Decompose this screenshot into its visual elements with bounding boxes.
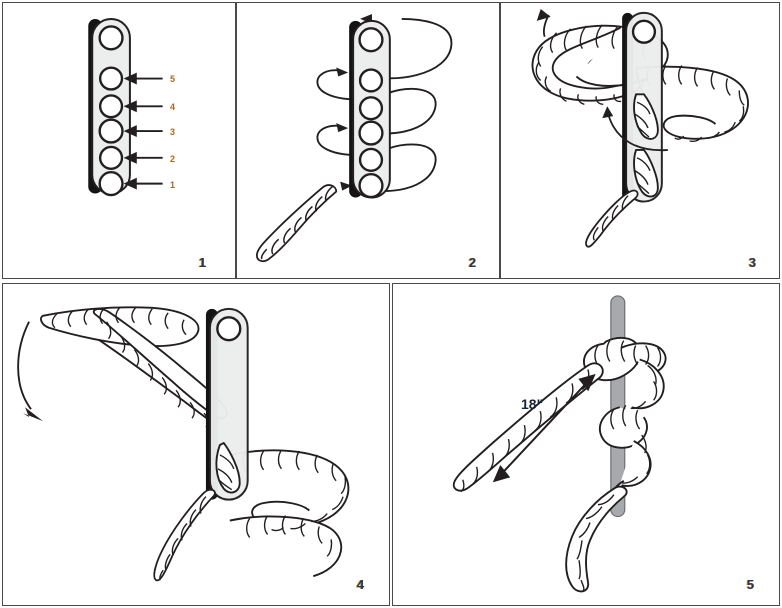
panel-1: 5 4 3 2 1 1 xyxy=(2,2,236,279)
weave-arrow-bottom xyxy=(340,181,353,191)
hole-arrow-4 xyxy=(123,100,163,113)
rope-through-holes-twists xyxy=(634,101,651,195)
dimension-line xyxy=(501,380,589,474)
plate-hole-5 xyxy=(98,66,124,91)
panel-3-illustration xyxy=(531,8,749,248)
rope-left-strands xyxy=(40,306,228,428)
panel3-arrowheads xyxy=(536,8,614,119)
pull-arrow-curve xyxy=(607,113,668,152)
panel-number-4: 4 xyxy=(357,577,365,592)
plate-holes xyxy=(358,27,384,199)
pull-direction-arrow xyxy=(17,321,32,410)
panel-5-illustration xyxy=(452,295,667,593)
panel-number-3: 3 xyxy=(749,255,757,270)
weave-arrow-mid-low xyxy=(336,123,349,133)
rope-tail xyxy=(153,488,216,582)
plate-hole-2 xyxy=(98,145,124,170)
plate-hole-top xyxy=(98,25,124,51)
dimension-arrow xyxy=(492,373,596,483)
hole-arrow-1 xyxy=(123,177,163,190)
hole-arrow-3 xyxy=(123,125,163,137)
panel-5: 18" 5 xyxy=(392,283,780,606)
rope-lower-tail xyxy=(565,485,628,593)
dimension-label: 18" xyxy=(521,396,544,412)
plate-hole-top xyxy=(631,19,657,44)
hole-callout-arrows xyxy=(123,72,163,190)
pull-arrowhead xyxy=(602,106,614,119)
rope-measured-tail xyxy=(452,362,604,493)
plate-hole-1 xyxy=(98,171,124,197)
weave-arrow-mid-high xyxy=(336,67,349,77)
flip-arrowhead xyxy=(536,8,551,21)
hole-label-2: 2 xyxy=(170,154,176,164)
hole-label-4: 4 xyxy=(170,102,176,112)
rope-left-loop-twists xyxy=(535,24,647,105)
panel-2-illustration xyxy=(255,13,453,263)
panel-number-2: 2 xyxy=(469,255,477,270)
rope-right-loops xyxy=(229,449,350,578)
rope-tail xyxy=(585,189,639,248)
dimension-arrowhead-top xyxy=(578,373,596,392)
plate-hole-4 xyxy=(98,94,124,119)
panel-4-illustration xyxy=(17,306,350,582)
dimension-arrowhead-bottom xyxy=(492,464,511,483)
plate-hole-top xyxy=(216,316,242,342)
panel-3: 3 xyxy=(500,2,780,279)
hole-arrow-5 xyxy=(123,72,163,85)
hole-label-1: 1 xyxy=(170,180,176,190)
knot-wraps xyxy=(583,336,667,506)
plate-hole-3 xyxy=(98,118,124,144)
panel-4: 4 xyxy=(2,283,390,606)
hole-arrow-2 xyxy=(123,151,163,164)
panel-number-5: 5 xyxy=(747,577,755,592)
panel-1-illustration xyxy=(88,18,163,197)
pull-direction-arrowhead xyxy=(23,407,43,422)
panel-number-1: 1 xyxy=(199,255,207,270)
rope-tail xyxy=(255,184,338,263)
rope-through-hole xyxy=(215,442,241,494)
hole-label-3: 3 xyxy=(170,127,176,137)
rope-left-twists xyxy=(51,306,209,428)
hole-label-5: 5 xyxy=(170,74,176,84)
plate-holes xyxy=(98,25,124,197)
panel-2: 2 xyxy=(236,2,500,279)
